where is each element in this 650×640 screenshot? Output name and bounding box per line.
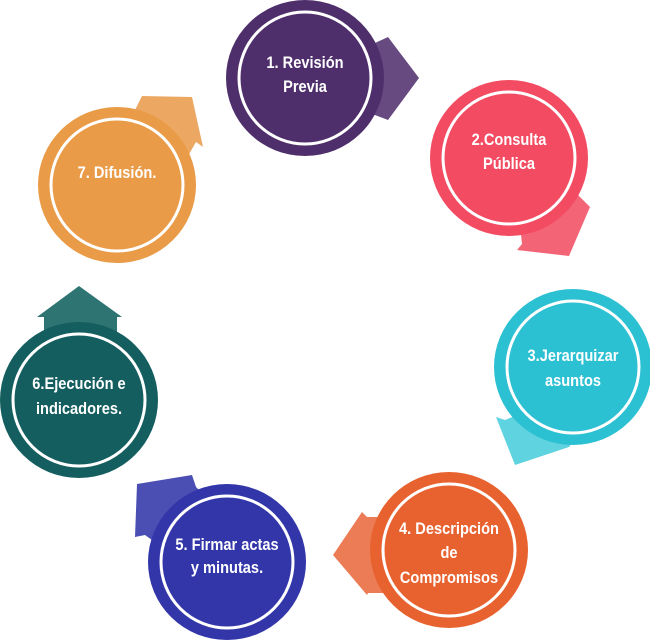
step-6-node: 6.Ejecución e indicadores. — [0, 322, 158, 478]
step-5-node: 5. Firmar actas y minutas. — [148, 484, 306, 640]
step-5-inner-ring — [159, 494, 295, 630]
step-4-label-line: de — [440, 544, 457, 562]
step-4-label-line: 4. Descripción — [399, 520, 499, 538]
step-3-inner-ring — [505, 299, 641, 435]
step-6-label-line: 6.Ejecución e — [32, 375, 126, 393]
step-3-label-line: 3.Jerarquizar — [528, 347, 619, 365]
step-2-label-line: 2.Consulta — [472, 131, 547, 149]
step-6-inner-ring — [11, 332, 147, 468]
step-3-label-line: asuntos — [545, 372, 601, 390]
step-7-inner-ring — [49, 117, 185, 253]
step-4-circle — [370, 472, 528, 628]
step-2-label-line: Pública — [483, 155, 535, 173]
step-2-inner-ring — [441, 90, 577, 226]
step-4-inner-ring — [381, 482, 517, 618]
step-3-circle — [494, 289, 650, 445]
step-6-label-line: indicadores. — [36, 400, 122, 418]
step-5-circle — [148, 484, 306, 640]
step-1-inner-ring — [237, 10, 373, 146]
step-7-circle — [38, 107, 196, 263]
step-6-circle — [0, 322, 158, 478]
step-4-label-line: Compromisos — [400, 569, 498, 587]
step-1-label-line: 1. Revisión — [266, 54, 343, 72]
step-3-node: 3.Jerarquizar asuntos — [494, 289, 650, 445]
step-1-label-line: Previa — [283, 78, 327, 96]
step-2-circle — [430, 80, 588, 236]
step-7-label-line: 7. Difusión. — [78, 164, 157, 182]
step-7-node: 7. Difusión. — [38, 107, 196, 263]
step-1-circle — [226, 0, 384, 156]
step-5-label-line: y minutas. — [191, 559, 263, 577]
step-5-label-line: 5. Firmar actas — [175, 536, 278, 554]
